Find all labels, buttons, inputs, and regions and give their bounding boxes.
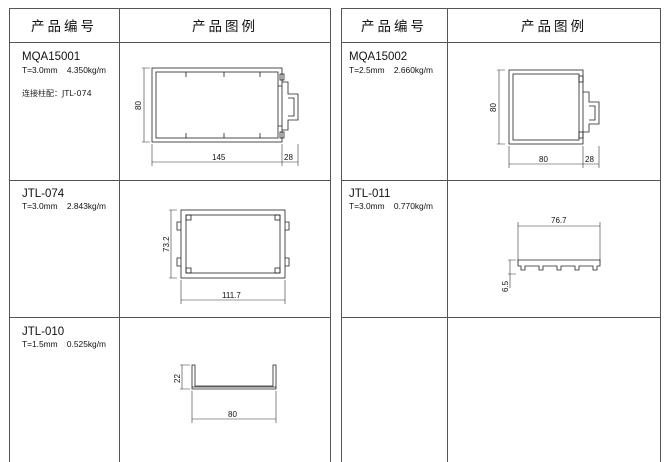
profile-drawing-jtl010: 80 22 — [173, 364, 277, 423]
height-dimension: 73.2 — [162, 236, 171, 252]
profile-drawing-mqa15001: 145 28 80 — [134, 67, 299, 166]
height-dimension: 6.5 — [501, 280, 510, 292]
width-dimension: 76.7 — [551, 216, 567, 225]
column-divider — [119, 8, 120, 462]
header-product-code: 产品编号 — [31, 19, 97, 35]
profile-drawing-jtl011: 76.7 6.5 — [501, 216, 601, 292]
table-border-top — [341, 8, 661, 9]
width-dimension: 145 — [212, 153, 226, 162]
width-dimension: 80 — [228, 410, 237, 419]
height-dimension: 22 — [173, 374, 182, 383]
product-code: JTL-011 — [349, 188, 391, 200]
profile-drawing-mqa15002: 80 28 80 — [489, 69, 600, 168]
height-dimension: 80 — [489, 103, 498, 112]
width-dimension: 80 — [539, 155, 548, 164]
table-border-right — [330, 8, 331, 462]
height-dimension: 80 — [134, 101, 143, 110]
column-divider — [447, 8, 448, 462]
table-border-left — [9, 8, 10, 462]
header-divider — [341, 42, 661, 43]
product-spec: T=3.0mm 2.843kg/m — [22, 201, 107, 211]
product-code: JTL-010 — [22, 326, 65, 338]
lip-dimension: 28 — [585, 155, 594, 164]
lip-dimension: 28 — [284, 153, 293, 162]
product-code: MQA15002 — [349, 51, 408, 63]
right-catalog-table: 产品编号 产品图例 MQA15002 T=2.5mm 2.660kg/m 80 … — [341, 8, 661, 462]
row-divider — [9, 317, 331, 318]
product-spec: T=3.0mm 4.350kg/m — [22, 65, 107, 75]
product-code: JTL-074 — [22, 188, 65, 200]
product-spec: T=1.5mm 0.525kg/m — [22, 339, 107, 349]
profile-drawing-jtl074: 111.7 73.2 — [162, 209, 290, 304]
product-spec: T=2.5mm 2.660kg/m — [349, 65, 434, 75]
row-divider — [9, 180, 331, 181]
row-divider — [341, 180, 661, 181]
connector-note: 连接柱配：JTL-074 — [22, 89, 92, 98]
table-border-right — [660, 8, 661, 462]
table-border-left — [341, 8, 342, 462]
header-product-drawing: 产品图例 — [192, 19, 258, 35]
header-divider — [9, 42, 331, 43]
width-dimension: 111.7 — [222, 291, 241, 300]
header-product-code: 产品编号 — [361, 19, 427, 35]
header-product-drawing: 产品图例 — [521, 19, 587, 35]
left-catalog-table: 产品编号 产品图例 MQA15001 T=3.0mm 4.350kg/m 连接柱… — [9, 8, 331, 462]
row-divider — [341, 317, 661, 318]
table-border-top — [9, 8, 331, 9]
product-code: MQA15001 — [22, 51, 81, 63]
product-spec: T=3.0mm 0.770kg/m — [349, 201, 434, 211]
